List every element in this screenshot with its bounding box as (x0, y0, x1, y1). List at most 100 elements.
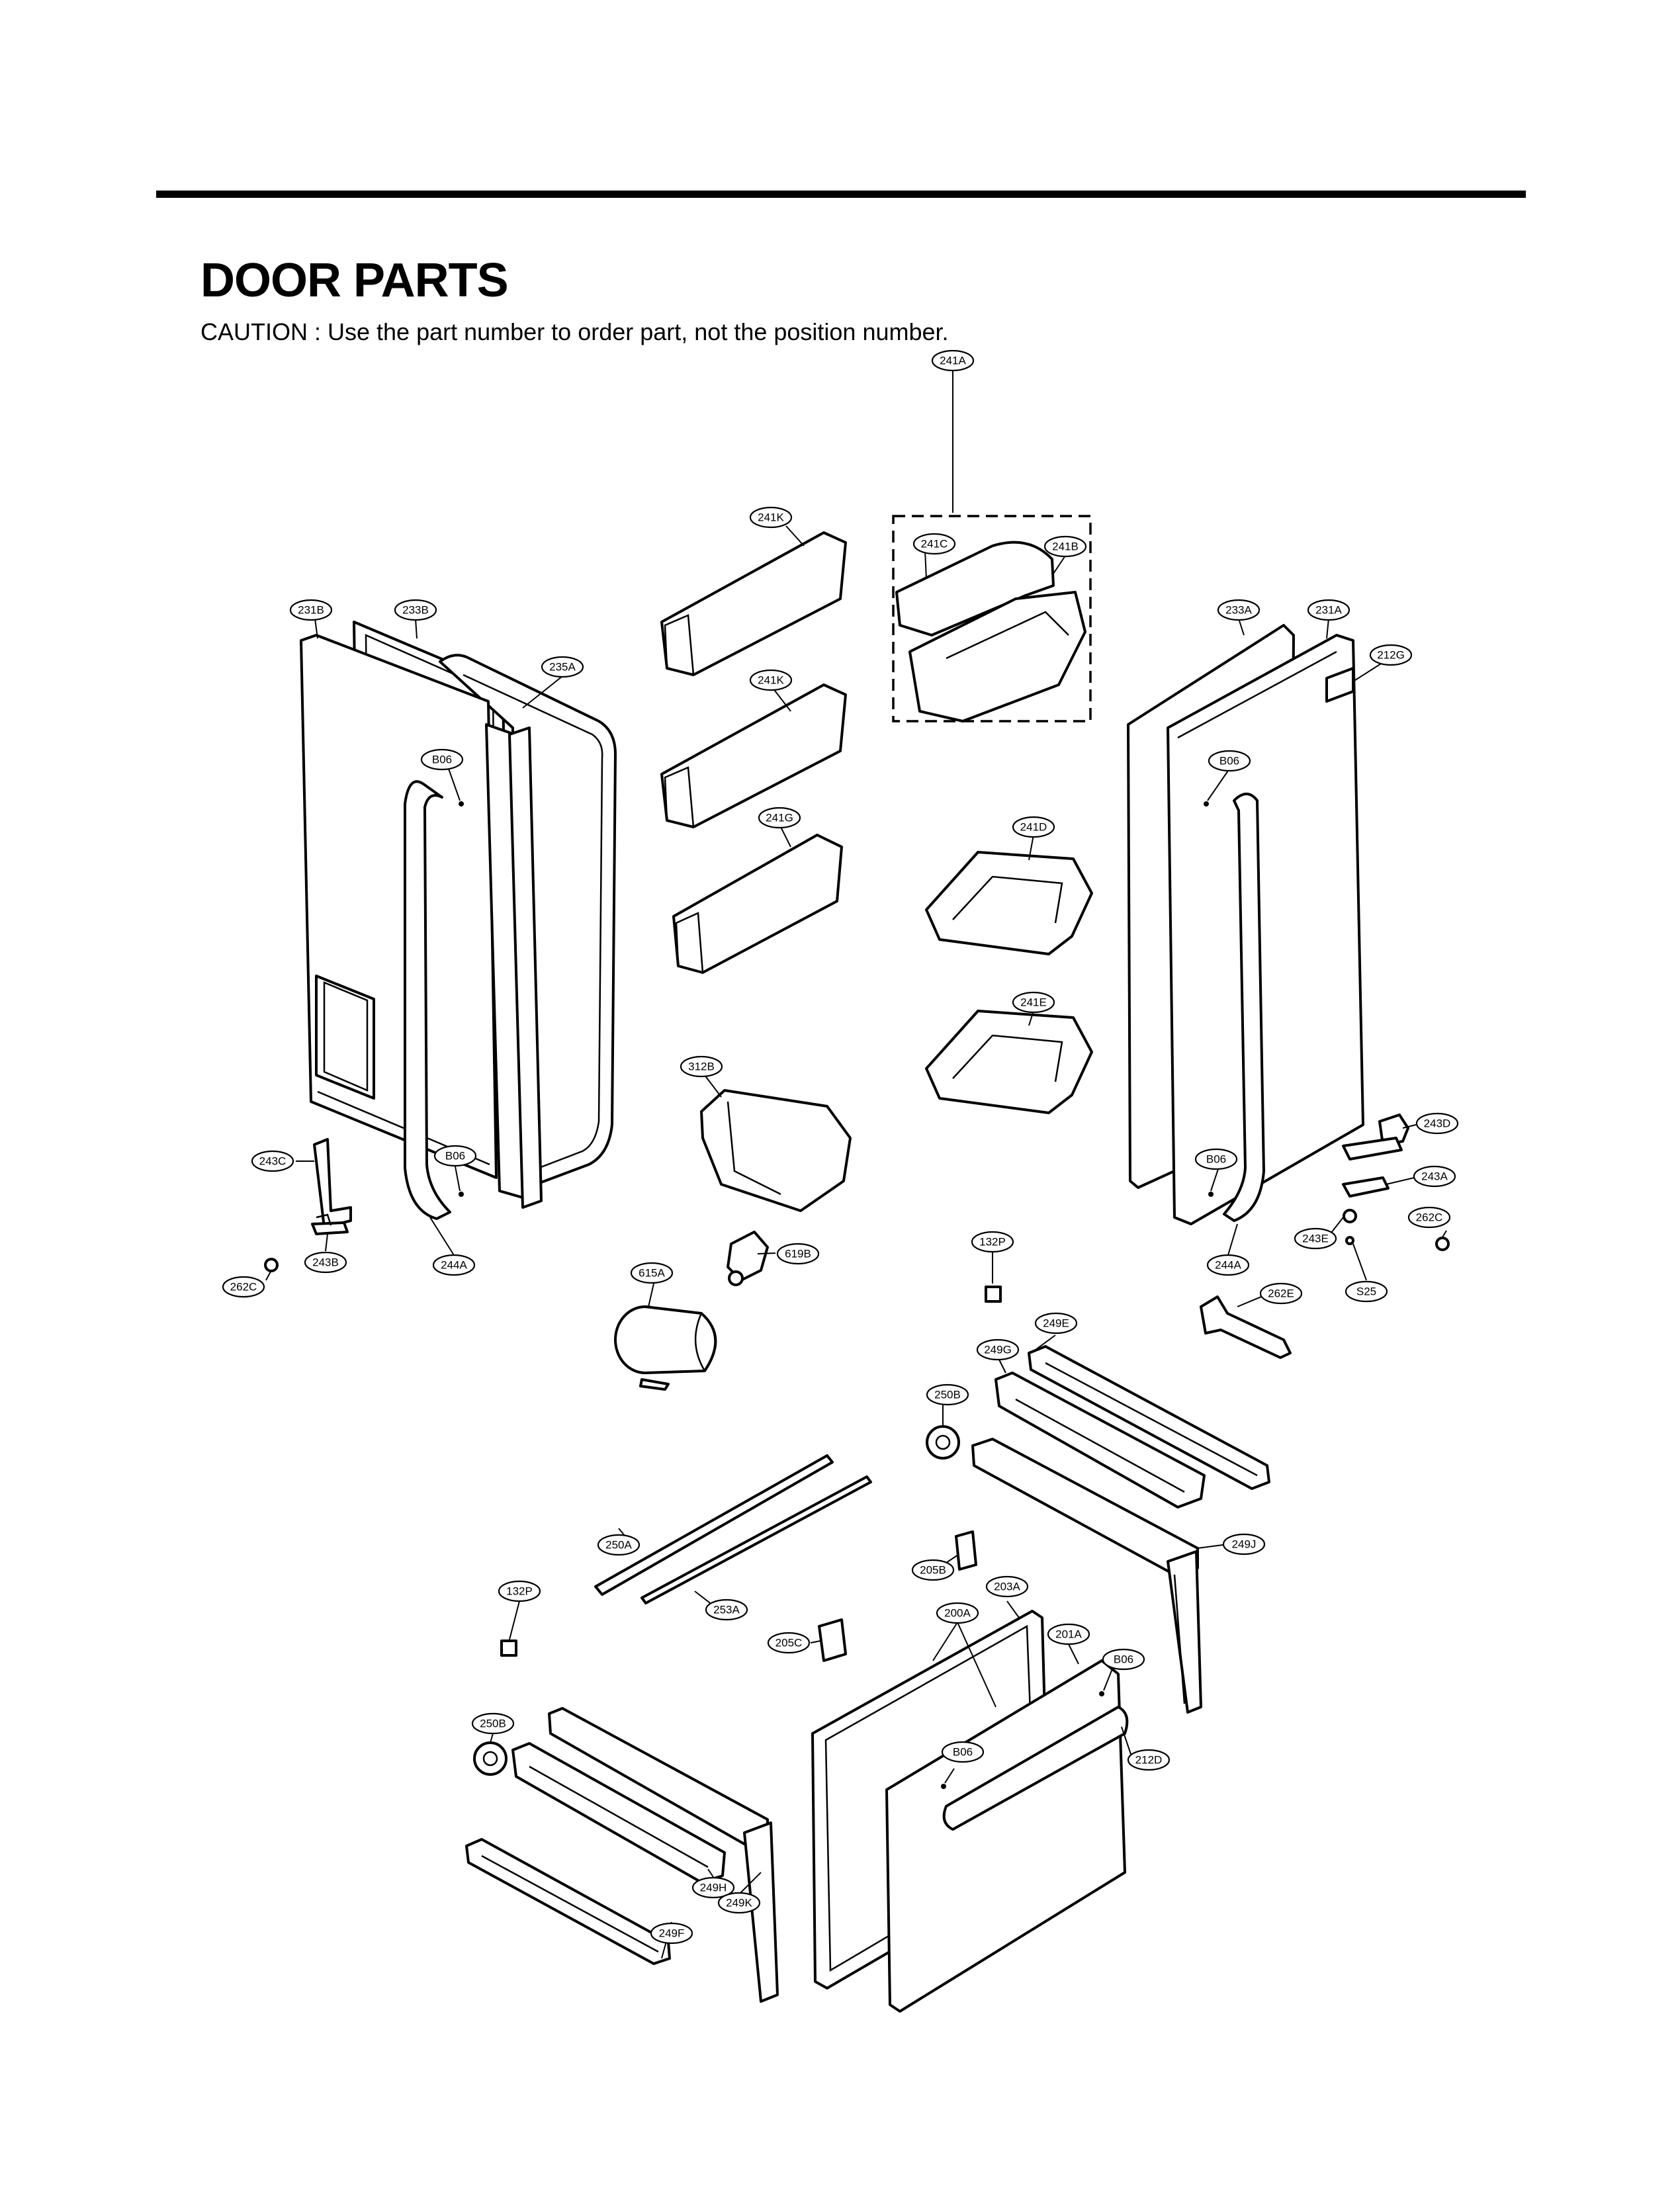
callout-oval (705, 1598, 748, 1621)
callout-253A: 253A (705, 1598, 748, 1621)
callout-233A: 233A (1217, 599, 1260, 621)
callout-243D: 243D (1415, 1112, 1459, 1135)
callout-243B: 243B (304, 1251, 347, 1274)
leader-lines (265, 371, 1447, 1959)
callout-label: 243E (1302, 1233, 1329, 1245)
callout-label: 249F (659, 1927, 685, 1940)
hinge-bushing-243E (1343, 1209, 1357, 1223)
callout-615A: 615A (630, 1262, 674, 1284)
callout-label: 231B (298, 604, 324, 617)
callout-244A-a: 244A (432, 1254, 476, 1276)
callout-oval (1206, 1254, 1250, 1276)
callout-oval (717, 1892, 761, 1914)
callout-oval (1407, 1206, 1451, 1229)
callout-oval (1043, 535, 1087, 558)
callout-label: B06 (1206, 1153, 1226, 1166)
callout-205B: 205B (911, 1559, 955, 1581)
cap-132P-upper (985, 1286, 1002, 1303)
callout-label: 212G (1377, 649, 1405, 662)
callout-label: 241K (758, 674, 784, 687)
callout-oval (749, 669, 793, 691)
callout-label: 132P (506, 1585, 533, 1598)
callout-label: 233A (1225, 604, 1252, 617)
callouts-layer: 241A 241K 241C 241B 231B 233B 233A 231A 235A 241K… (222, 349, 1459, 1945)
rail-bracket-249H (511, 1742, 726, 1884)
callout-oval (912, 533, 956, 555)
door-bin-241K-upper (660, 531, 847, 676)
screw-B06-left-upper (459, 801, 464, 807)
callout-249G: 249G (976, 1338, 1020, 1361)
left-door-frame-strip (485, 723, 543, 1209)
callout-label: S25 (1356, 1286, 1376, 1298)
rail-249F (465, 1838, 671, 1965)
callout-oval (971, 1231, 1014, 1253)
callout-label: 231A (1315, 604, 1342, 617)
callout-oval (776, 1243, 820, 1265)
callout-label: 241K (758, 511, 784, 524)
callout-S25: S25 (1345, 1280, 1388, 1303)
callout-205C: 205C (767, 1632, 811, 1654)
callout-243A: 243A (1413, 1165, 1456, 1188)
callout-oval (1307, 599, 1350, 621)
callout-label: 244A (441, 1259, 467, 1272)
left-washer-262C (264, 1258, 279, 1272)
gear-250B-upper (926, 1425, 960, 1460)
callout-oval (976, 1338, 1020, 1361)
strip-250A (594, 1454, 834, 1596)
callout-132P-b: 132P (498, 1580, 541, 1602)
callout-243E: 243E (1294, 1227, 1337, 1250)
callout-label: 241G (766, 812, 793, 824)
callout-241A: 241A (931, 349, 975, 372)
drawer-handle-212D (942, 1706, 1129, 1831)
callout-oval (420, 748, 464, 771)
callout-231B: 231B (289, 599, 333, 621)
callout-oval (1012, 816, 1055, 838)
callout-B06-e: B06 (1102, 1648, 1145, 1671)
water-filter-615A (614, 1305, 717, 1391)
callout-241C: 241C (912, 533, 956, 555)
callout-250A: 250A (597, 1534, 641, 1556)
callout-249E: 249E (1034, 1312, 1078, 1335)
callout-oval (1034, 1312, 1078, 1335)
screw-B06-drawer-right (1099, 1691, 1104, 1696)
callout-235A: 235A (541, 656, 584, 678)
rail-bracket-249G (995, 1372, 1206, 1509)
callout-oval (1102, 1648, 1145, 1671)
bin-assembly-241A-box (892, 515, 1092, 722)
callout-label: 253A (713, 1604, 740, 1616)
callout-312B: 312B (680, 1055, 723, 1078)
callout-oval (498, 1580, 541, 1602)
callout-262E: 262E (1259, 1282, 1303, 1305)
left-door-handle-244A (404, 780, 451, 1220)
callout-oval (630, 1262, 674, 1284)
callout-oval (597, 1534, 641, 1556)
rail-bracket-249K (548, 1707, 779, 2003)
callout-oval (911, 1559, 955, 1581)
screw-S25 (1345, 1236, 1354, 1245)
callout-label: 233B (402, 604, 429, 617)
callout-oval (432, 1254, 476, 1276)
hinge-wrench-262E (1200, 1295, 1292, 1359)
callout-label: 262C (1416, 1211, 1443, 1224)
callout-label: 244A (1215, 1259, 1241, 1272)
callout-249J: 249J (1222, 1533, 1266, 1555)
callout-oval (985, 1575, 1029, 1598)
callout-oval (1413, 1165, 1456, 1188)
callout-label: 241E (1020, 996, 1047, 1009)
bin-241B (908, 591, 1086, 722)
callout-212G: 212G (1369, 644, 1413, 666)
callout-B06-a: B06 (420, 748, 464, 771)
callout-label: 241B (1052, 541, 1079, 553)
callout-201A: 201A (1047, 1623, 1090, 1645)
callout-oval (650, 1922, 693, 1945)
callout-249F: 249F (650, 1922, 693, 1945)
dispenser-housing-312B (700, 1089, 852, 1212)
callout-label: 132P (979, 1236, 1006, 1248)
right-hinge-243A (1342, 1176, 1390, 1198)
callout-label: 241C (921, 538, 948, 550)
callout-label: 200A (944, 1607, 971, 1620)
callout-oval (289, 599, 333, 621)
basket-241D (925, 851, 1093, 955)
callout-label: B06 (1114, 1653, 1133, 1666)
